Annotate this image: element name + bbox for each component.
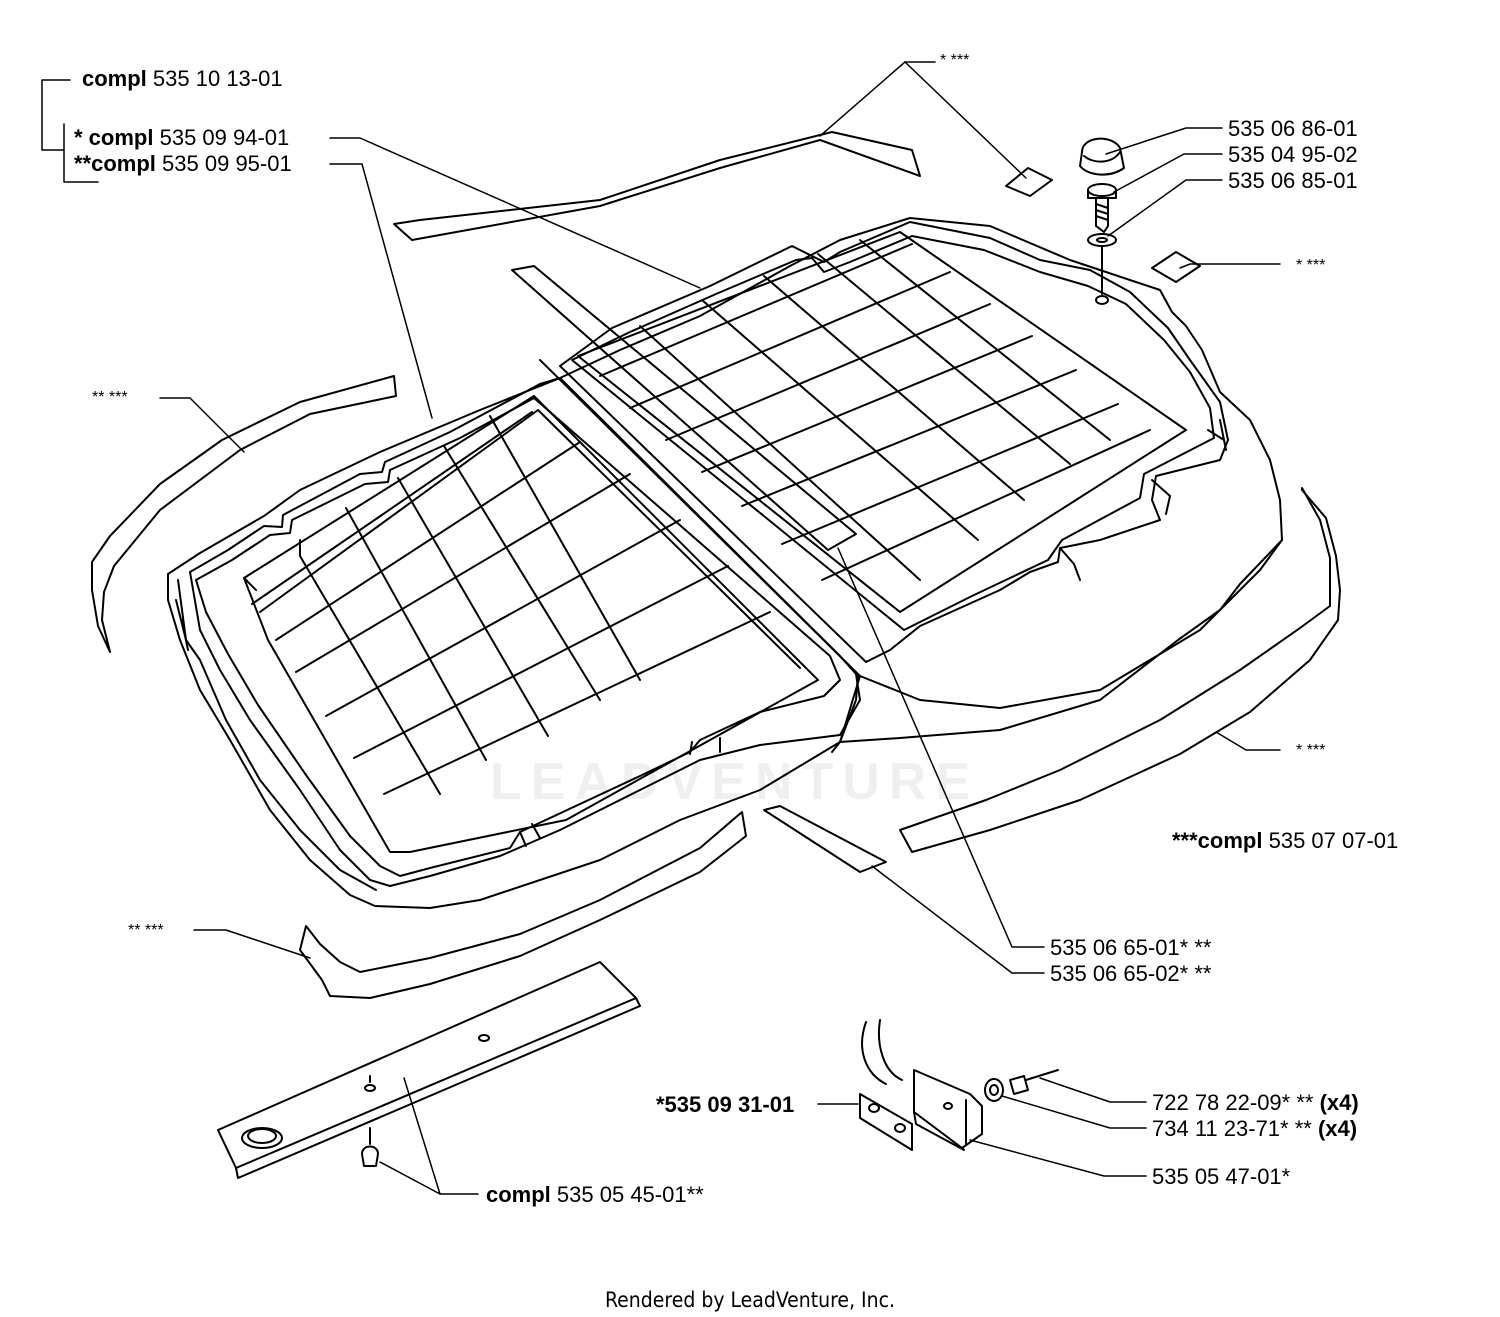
label-screw: 535 04 95-02 [1228, 142, 1358, 167]
label-bracket: 535 05 47-01* [1152, 1164, 1291, 1189]
decal-left-upper [91, 375, 397, 653]
center-strip [511, 265, 857, 551]
decal-square-2 [1151, 251, 1201, 283]
label-rivet: 722 78 22-09* ** (x4) [1152, 1090, 1359, 1115]
decal-bottom-left [299, 811, 747, 999]
star-label-top-center: * *** [940, 52, 970, 69]
seat-outline [167, 217, 1283, 909]
watermark: LEADVENTURE [490, 753, 980, 811]
footer-credit: Rendered by LeadVenture, Inc. [605, 1288, 895, 1312]
label-strip-2: 535 06 65-02* ** [1050, 961, 1212, 986]
knob-icon [1079, 137, 1125, 176]
label-compl-535-09-94-01: * compl 535 09 94-01 [74, 125, 290, 150]
star-label-right-upper: * *** [1296, 257, 1326, 274]
decal-right-lower [899, 487, 1341, 853]
decal-bottom-center [763, 805, 887, 873]
label-compl-535-05-45-01: compl 535 05 45-01** [486, 1182, 704, 1207]
label-strip-1: 535 06 65-01* ** [1050, 935, 1212, 960]
decal-top-left [393, 131, 921, 241]
label-compl-535-09-95-01: **compl 535 09 95-01 [74, 151, 292, 176]
bottom-bar [217, 961, 641, 1179]
star-label-left-upper: ** *** [92, 389, 128, 406]
bracket-assembly [859, 1019, 1059, 1151]
screw-icon [1087, 183, 1117, 233]
label-compl-535-10-13-01: compl 535 10 13-01 [82, 66, 283, 91]
label-plate: *535 09 31-01 [656, 1092, 795, 1117]
leader-lines [41, 61, 1281, 1195]
upper-cushion [539, 359, 1283, 743]
star-label-right-lower: * *** [1296, 742, 1326, 759]
label-washer-2: 734 11 23-71* ** (x4) [1152, 1116, 1358, 1141]
label-washer: 535 06 85-01 [1228, 168, 1358, 193]
star-label-left-lower: ** *** [128, 922, 164, 939]
upper-panel [559, 221, 1229, 663]
washer-icon [1087, 233, 1117, 305]
decal-square-1 [1005, 167, 1053, 197]
label-compl-535-07-07-01: ***compl 535 07 07-01 [1172, 828, 1399, 853]
label-knob: 535 06 86-01 [1228, 116, 1358, 141]
lower-panel [189, 377, 861, 887]
